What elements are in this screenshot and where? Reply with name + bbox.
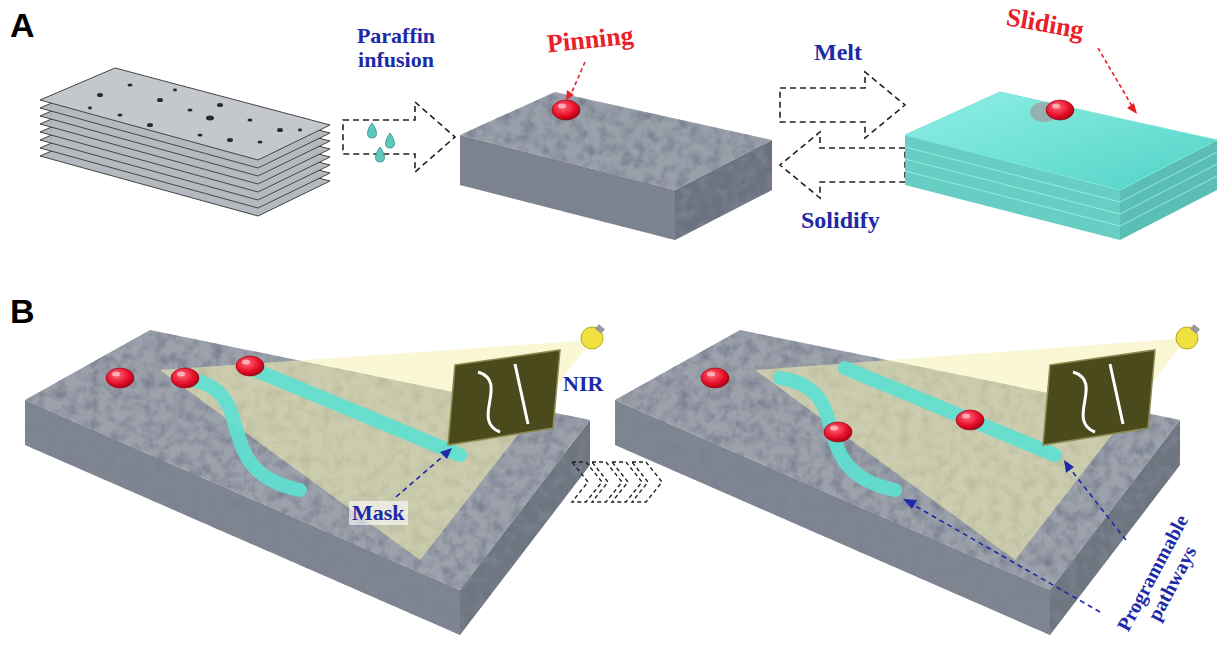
step-label: Paraffin infusion <box>336 24 456 72</box>
callout-label: Mask <box>349 501 408 525</box>
step-label: Melt <box>814 39 862 65</box>
state-label: Pinning <box>546 22 635 60</box>
state-label: Sliding <box>1004 3 1086 45</box>
panel-letter: B <box>10 293 35 330</box>
panel-letter: A <box>10 7 35 44</box>
light-label: NIR <box>563 372 603 396</box>
step-label: Solidify <box>801 207 880 233</box>
